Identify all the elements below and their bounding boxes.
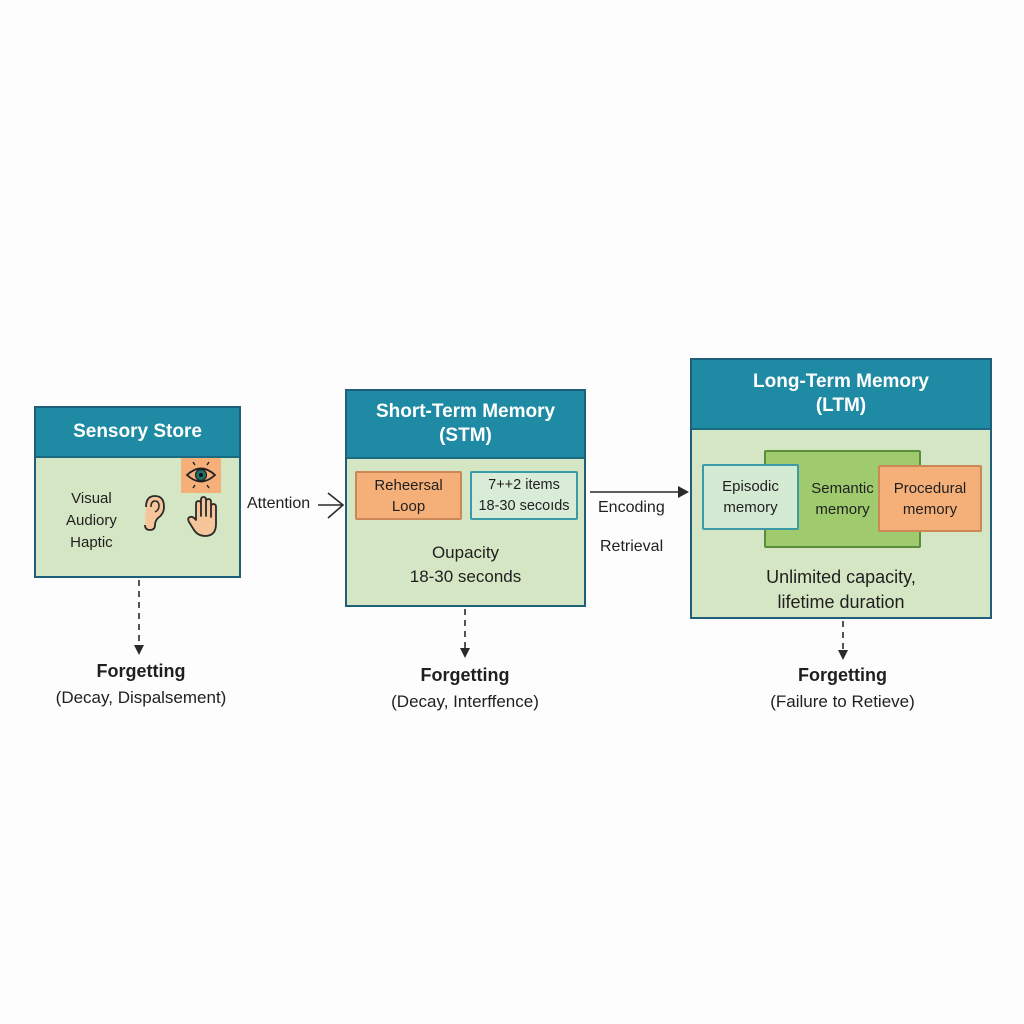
procedural-memory-box: Procedural memory	[878, 465, 982, 532]
hand-icon	[186, 496, 220, 538]
stm-header: Short-Term Memory (STM)	[347, 391, 584, 459]
forgetting-ltm-title: Forgetting	[798, 665, 887, 685]
forgetting-stm: Forgetting (Decay, Interffence)	[355, 662, 575, 715]
stm-note-line2: 18-30 seconds	[409, 567, 522, 586]
forgetting-ltm: Forgetting (Failure to Retieve)	[735, 662, 950, 715]
ltm-note: Unlimited capacity, lifetime duration	[692, 565, 990, 615]
forgetting-stm-reason: (Decay, Interffence)	[391, 692, 539, 711]
ear-icon	[140, 493, 168, 533]
forgetting-sensory-reason: (Decay, Dispalsement)	[55, 688, 227, 707]
stm-capacity-box: 7++2 items 18-30 secoıds	[470, 471, 578, 520]
ltm-note-line1: Unlimited capacity,	[766, 567, 916, 587]
forgetting-sensory: Forgetting (Decay, Dispalsement)	[30, 658, 252, 711]
capacity-line2: 18-30 secoıds	[478, 497, 570, 514]
forgetting-ltm-reason: (Failure to Retieve)	[770, 692, 915, 711]
sensory-store-title: Sensory Store	[73, 421, 202, 443]
long-term-memory-box: Long-Term Memory (LTM) Semantic memory E…	[690, 358, 992, 619]
ltm-note-line2: lifetime duration	[777, 592, 905, 612]
modality-auditory: Audiory	[66, 512, 117, 529]
modality-visual: Visual	[71, 490, 112, 507]
modality-list: Visual Audiory Haptic	[66, 488, 117, 554]
ltm-header: Long-Term Memory (LTM)	[692, 360, 990, 430]
procedural-line1: Procedural	[893, 479, 967, 497]
forgetting-arrow-stm	[460, 609, 470, 658]
episodic-line1: Episodic	[722, 478, 779, 495]
semantic-line2: memory	[815, 501, 870, 518]
episodic-memory-box: Episodic memory	[702, 464, 799, 530]
stm-title-line2: (STM)	[439, 425, 492, 446]
sensory-store-header: Sensory Store	[36, 408, 239, 458]
sensory-store-box: Sensory Store Visual Audiory Haptic	[34, 406, 241, 578]
rehearsal-line1: Reheersal	[374, 476, 443, 494]
forgetting-stm-title: Forgetting	[420, 665, 510, 685]
retrieval-label: Retrieval	[600, 538, 664, 555]
modality-haptic: Haptic	[70, 534, 113, 551]
eye-icon	[181, 458, 221, 493]
stm-title-line1: Short-Term Memory	[375, 401, 556, 423]
ltm-title-line1: Long-Term Memory	[753, 371, 929, 393]
rehearsal-line2: Loop	[391, 497, 426, 515]
stm-note: Oupacity 18-30 seconds	[347, 541, 584, 589]
ltm-title-line2: (LTM)	[815, 395, 867, 416]
capacity-line1: 7++2 items	[488, 476, 560, 493]
encoding-label: Encoding	[598, 499, 665, 516]
attention-label: Attention	[247, 495, 311, 512]
forgetting-arrow-ltm	[838, 621, 848, 660]
episodic-line2: memory	[723, 499, 778, 516]
encoding-arrow	[590, 486, 689, 498]
forgetting-arrow-sensory	[134, 580, 144, 655]
rehearsal-loop-box: Reheersal Loop	[355, 471, 462, 520]
stm-note-line1: Oupacity	[431, 543, 500, 562]
attention-arrow	[318, 492, 345, 519]
semantic-line1: Semantic	[811, 480, 874, 497]
forgetting-sensory-title: Forgetting	[96, 661, 186, 681]
procedural-line2: memory	[902, 500, 958, 518]
short-term-memory-box: Short-Term Memory (STM) Reheersal Loop 7…	[345, 389, 586, 607]
